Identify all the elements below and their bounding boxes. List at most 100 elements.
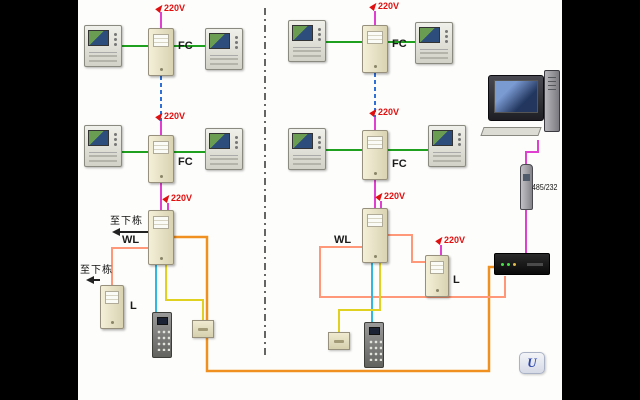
- monitor-buttons-icon: [235, 36, 238, 39]
- monitor-screen: [88, 130, 109, 146]
- monitor-screen: [419, 27, 440, 43]
- monitor-screen: [209, 33, 230, 49]
- indoor-monitor: [288, 128, 326, 170]
- indoor-monitor: [205, 128, 243, 170]
- monitor-screen: [432, 130, 453, 146]
- screw-icon: [159, 257, 163, 260]
- distributor-label-plate: [367, 31, 383, 44]
- l-label: L: [453, 274, 460, 286]
- distributor-label-plate: [430, 261, 444, 274]
- power-220v-label: 220V: [162, 193, 192, 203]
- junction-box: [328, 332, 350, 350]
- brand-logo: U: [519, 352, 545, 374]
- door-station-keypad-icon: [369, 340, 382, 361]
- wire-trunk-orange: [174, 235, 495, 373]
- to-next-building-label: 至下栋: [80, 265, 113, 276]
- distributor-label-plate: [153, 216, 169, 229]
- power-220v-label: 220V: [155, 111, 185, 121]
- wire-lock-yellow: [165, 263, 381, 332]
- power-220v-label: 220V: [369, 1, 399, 11]
- serial-converter-485-232: [520, 164, 533, 210]
- power-220v-label: 220V: [369, 107, 399, 117]
- screw-icon: [435, 289, 439, 292]
- door-station-screen: [157, 317, 168, 325]
- fc-label: FC: [392, 158, 407, 170]
- floor-distributor-fc: [148, 28, 174, 76]
- junction-box-slot: [198, 328, 208, 331]
- screw-icon: [159, 68, 163, 71]
- monitor-buttons-icon: [235, 136, 238, 139]
- indoor-monitor: [415, 22, 453, 64]
- wall-distributor-wl: [362, 208, 388, 263]
- line-distributor-l: [425, 255, 449, 297]
- monitor-speaker-icon: [433, 152, 461, 162]
- pc-keyboard: [480, 127, 542, 136]
- monitor-buttons-icon: [458, 133, 461, 136]
- monitor-speaker-icon: [293, 155, 321, 165]
- led-indicators-icon: [501, 263, 504, 266]
- indoor-monitor: [205, 28, 243, 70]
- screw-icon: [110, 321, 114, 324]
- wire-riser-blue-dashed: [160, 73, 376, 135]
- monitor-screen: [292, 25, 313, 41]
- floor-distributor-fc: [148, 135, 174, 183]
- indoor-monitor: [84, 125, 122, 167]
- monitor-speaker-icon: [293, 47, 321, 57]
- converter-band: [523, 174, 530, 181]
- floor-distributor-fc: [362, 25, 388, 73]
- monitor-speaker-icon: [210, 155, 238, 165]
- fc-label: FC: [392, 38, 407, 50]
- screw-icon: [159, 175, 163, 178]
- monitor-speaker-icon: [210, 55, 238, 65]
- serial-converter-label: 485/232: [532, 183, 558, 192]
- pc-screen: [494, 80, 538, 113]
- screw-icon: [373, 255, 377, 258]
- monitor-buttons-icon: [445, 30, 448, 33]
- distributor-label-plate: [153, 141, 169, 154]
- wire-audio-cyan: [155, 263, 373, 322]
- indoor-monitor: [84, 25, 122, 67]
- line-distributor-l: [100, 285, 124, 329]
- power-220v-label: 220V: [155, 3, 185, 13]
- wire-power-magenta: [160, 11, 539, 255]
- wl-label: WL: [334, 234, 352, 246]
- floor-distributor-fc: [362, 130, 388, 180]
- door-station-keypad-icon: [157, 330, 170, 351]
- indoor-monitor: [428, 125, 466, 167]
- monitor-speaker-icon: [89, 152, 117, 162]
- diagram-canvas: 485/232 U FC FC FC FC WL WL L L 至下栋 至下栋 …: [78, 0, 562, 400]
- wall-distributor-wl: [148, 210, 174, 265]
- monitor-buttons-icon: [114, 133, 117, 136]
- l-label: L: [130, 300, 137, 312]
- pc-tower: [544, 70, 560, 132]
- distributor-label-plate: [367, 136, 383, 149]
- monitor-buttons-icon: [114, 33, 117, 36]
- interface-unit-marking: [527, 263, 543, 266]
- interface-unit: [494, 253, 550, 275]
- screw-icon: [373, 172, 377, 175]
- door-station: [364, 322, 384, 368]
- monitor-screen: [88, 30, 109, 46]
- distributor-label-plate: [105, 291, 119, 304]
- monitor-buttons-icon: [318, 28, 321, 31]
- pc-monitor: [488, 75, 544, 121]
- monitor-screen: [209, 133, 230, 149]
- door-station-screen: [369, 327, 380, 335]
- to-next-building-arrowhead-icon: [112, 228, 120, 236]
- monitor-buttons-icon: [318, 136, 321, 139]
- pc-tower-vents: [548, 76, 556, 90]
- fc-label: FC: [178, 156, 193, 168]
- to-next-building-label: 至下栋: [110, 216, 143, 227]
- distributor-label-plate: [153, 34, 169, 47]
- power-220v-label: 220V: [435, 235, 465, 245]
- indoor-monitor: [288, 20, 326, 62]
- distributor-label-plate: [367, 214, 383, 227]
- wl-label: WL: [122, 234, 140, 246]
- fc-label: FC: [178, 40, 193, 52]
- wire-video-green: [122, 41, 428, 153]
- screw-icon: [373, 65, 377, 68]
- monitor-screen: [292, 133, 313, 149]
- monitor-speaker-icon: [89, 52, 117, 62]
- door-station: [152, 312, 172, 358]
